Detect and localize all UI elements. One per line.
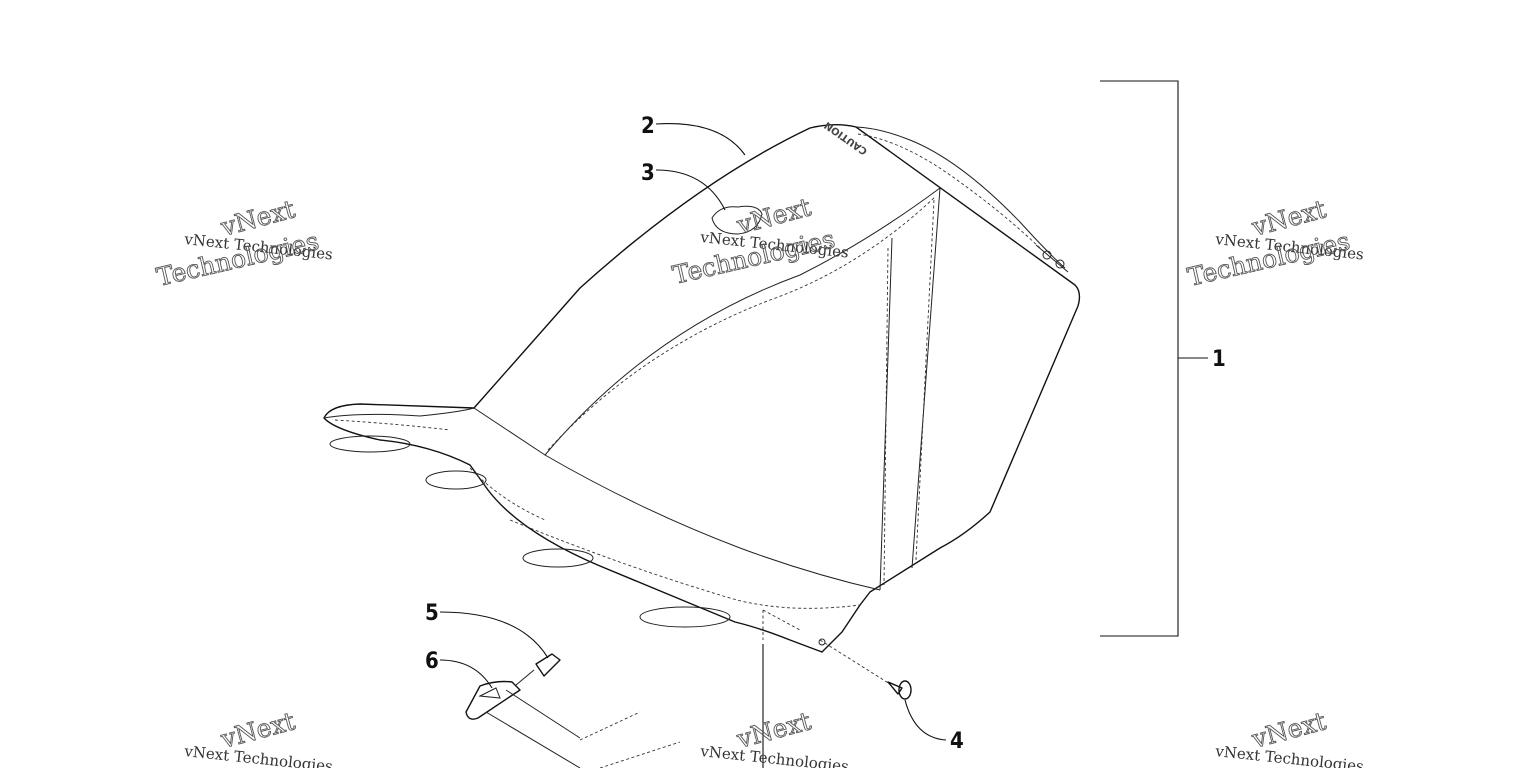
callout-4: 4 bbox=[950, 729, 964, 754]
watermark-text: vNext Technologies bbox=[1214, 742, 1365, 768]
seat-assembly: CAUTION bbox=[323, 119, 1081, 653]
callout-5: 5 bbox=[425, 601, 439, 626]
bracket-parts bbox=[465, 653, 681, 768]
callout-3: 3 bbox=[641, 161, 655, 186]
callout-6: 6 bbox=[425, 649, 439, 674]
watermark-text: vNext Technologies bbox=[699, 742, 850, 768]
watermark-text: vNext Technologies bbox=[183, 742, 334, 768]
callout-2: 2 bbox=[641, 114, 655, 139]
callout-1: 1 bbox=[1212, 347, 1226, 372]
leader-lines bbox=[439, 123, 947, 768]
screw-part bbox=[818, 638, 912, 700]
watermark-group: vNext vNext Technologies Technologies vN… bbox=[153, 192, 1365, 768]
assembly-bracket bbox=[1100, 80, 1208, 637]
